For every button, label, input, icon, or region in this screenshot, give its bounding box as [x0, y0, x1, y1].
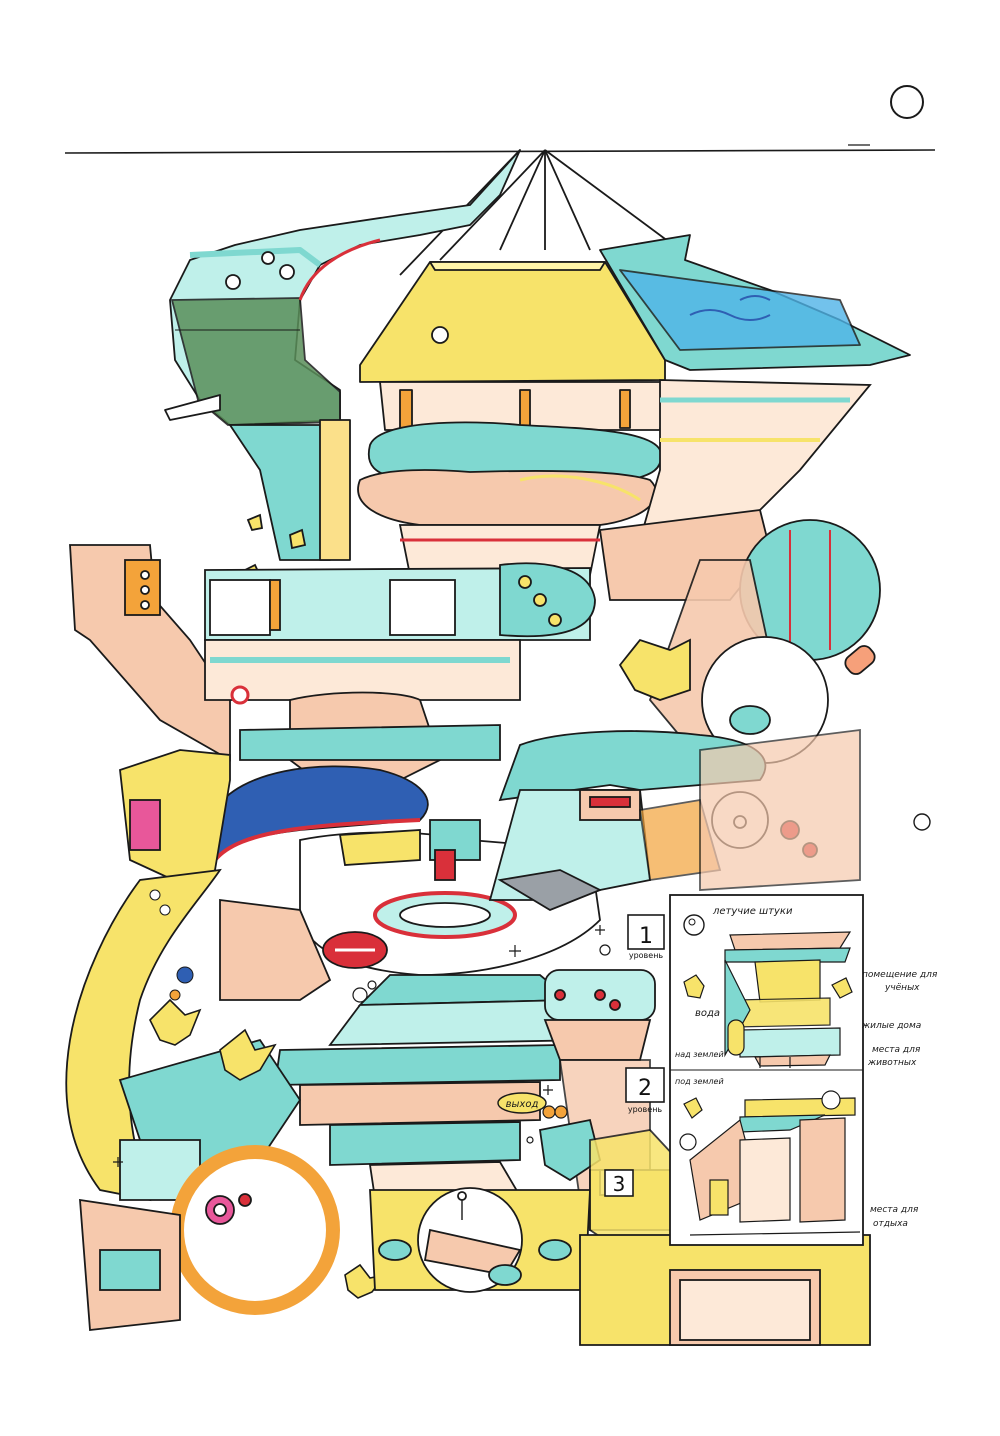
horizon-line: [64, 149, 936, 154]
legend-mesta-zhivotnyh-line2: животных: [867, 1058, 917, 1068]
legend-pomeshchenie-line2: учёных: [884, 983, 920, 993]
legend-title: летучие штуки: [712, 906, 793, 917]
burst-star-center: [219, 1028, 277, 1081]
level-1-marker: 1 уровень: [627, 914, 665, 960]
legend-zhilye-doma: жилые дома: [861, 1021, 921, 1031]
level-2-number: 2: [638, 1076, 652, 1101]
central-ring-level: [119, 691, 601, 976]
left-upper-building: [69, 513, 596, 762]
sparkles: [113, 925, 611, 1167]
legend-panel: летучие штуки вода над землей под землей: [669, 894, 938, 1246]
top-structures: [164, 149, 911, 561]
right-diagonal-block: [598, 379, 881, 764]
teal-angled-platform: [488, 728, 861, 912]
legend-mesta-otdyha-line2: отдыха: [873, 1219, 908, 1229]
orange-ring-portal: [170, 1145, 340, 1315]
corner-circle-mark: [890, 85, 924, 119]
legend-voda: вода: [695, 1008, 720, 1019]
legend-mesta-zhivotnyh-line1: места для: [872, 1045, 921, 1055]
level-2-marker: 2 уровень: [625, 1067, 665, 1114]
level-1-label: уровень: [629, 951, 664, 960]
level-3-marker: 3: [604, 1169, 634, 1197]
stepped-lower-blocks: [118, 898, 682, 1233]
burst-star-left: [149, 998, 202, 1046]
legend-pod-zemlei: под землей: [675, 1077, 724, 1086]
star-sign: [618, 638, 691, 701]
level-3-number: 3: [613, 1172, 626, 1196]
blue-dot: [176, 966, 194, 984]
exit-sign: выход: [497, 1092, 568, 1119]
legend-mesta-otdyha-line1: места для: [870, 1205, 919, 1215]
level-1-number: 1: [639, 924, 653, 949]
legend-pomeshchenie-line1: помещение для: [862, 970, 938, 980]
cloud-deck: [357, 421, 662, 576]
level-2-label: уровень: [628, 1105, 663, 1114]
side-circle-mark: [913, 813, 931, 831]
exit-sign-text: выход: [506, 1099, 539, 1110]
legend-nad-zemlei: над землей: [675, 1050, 724, 1059]
